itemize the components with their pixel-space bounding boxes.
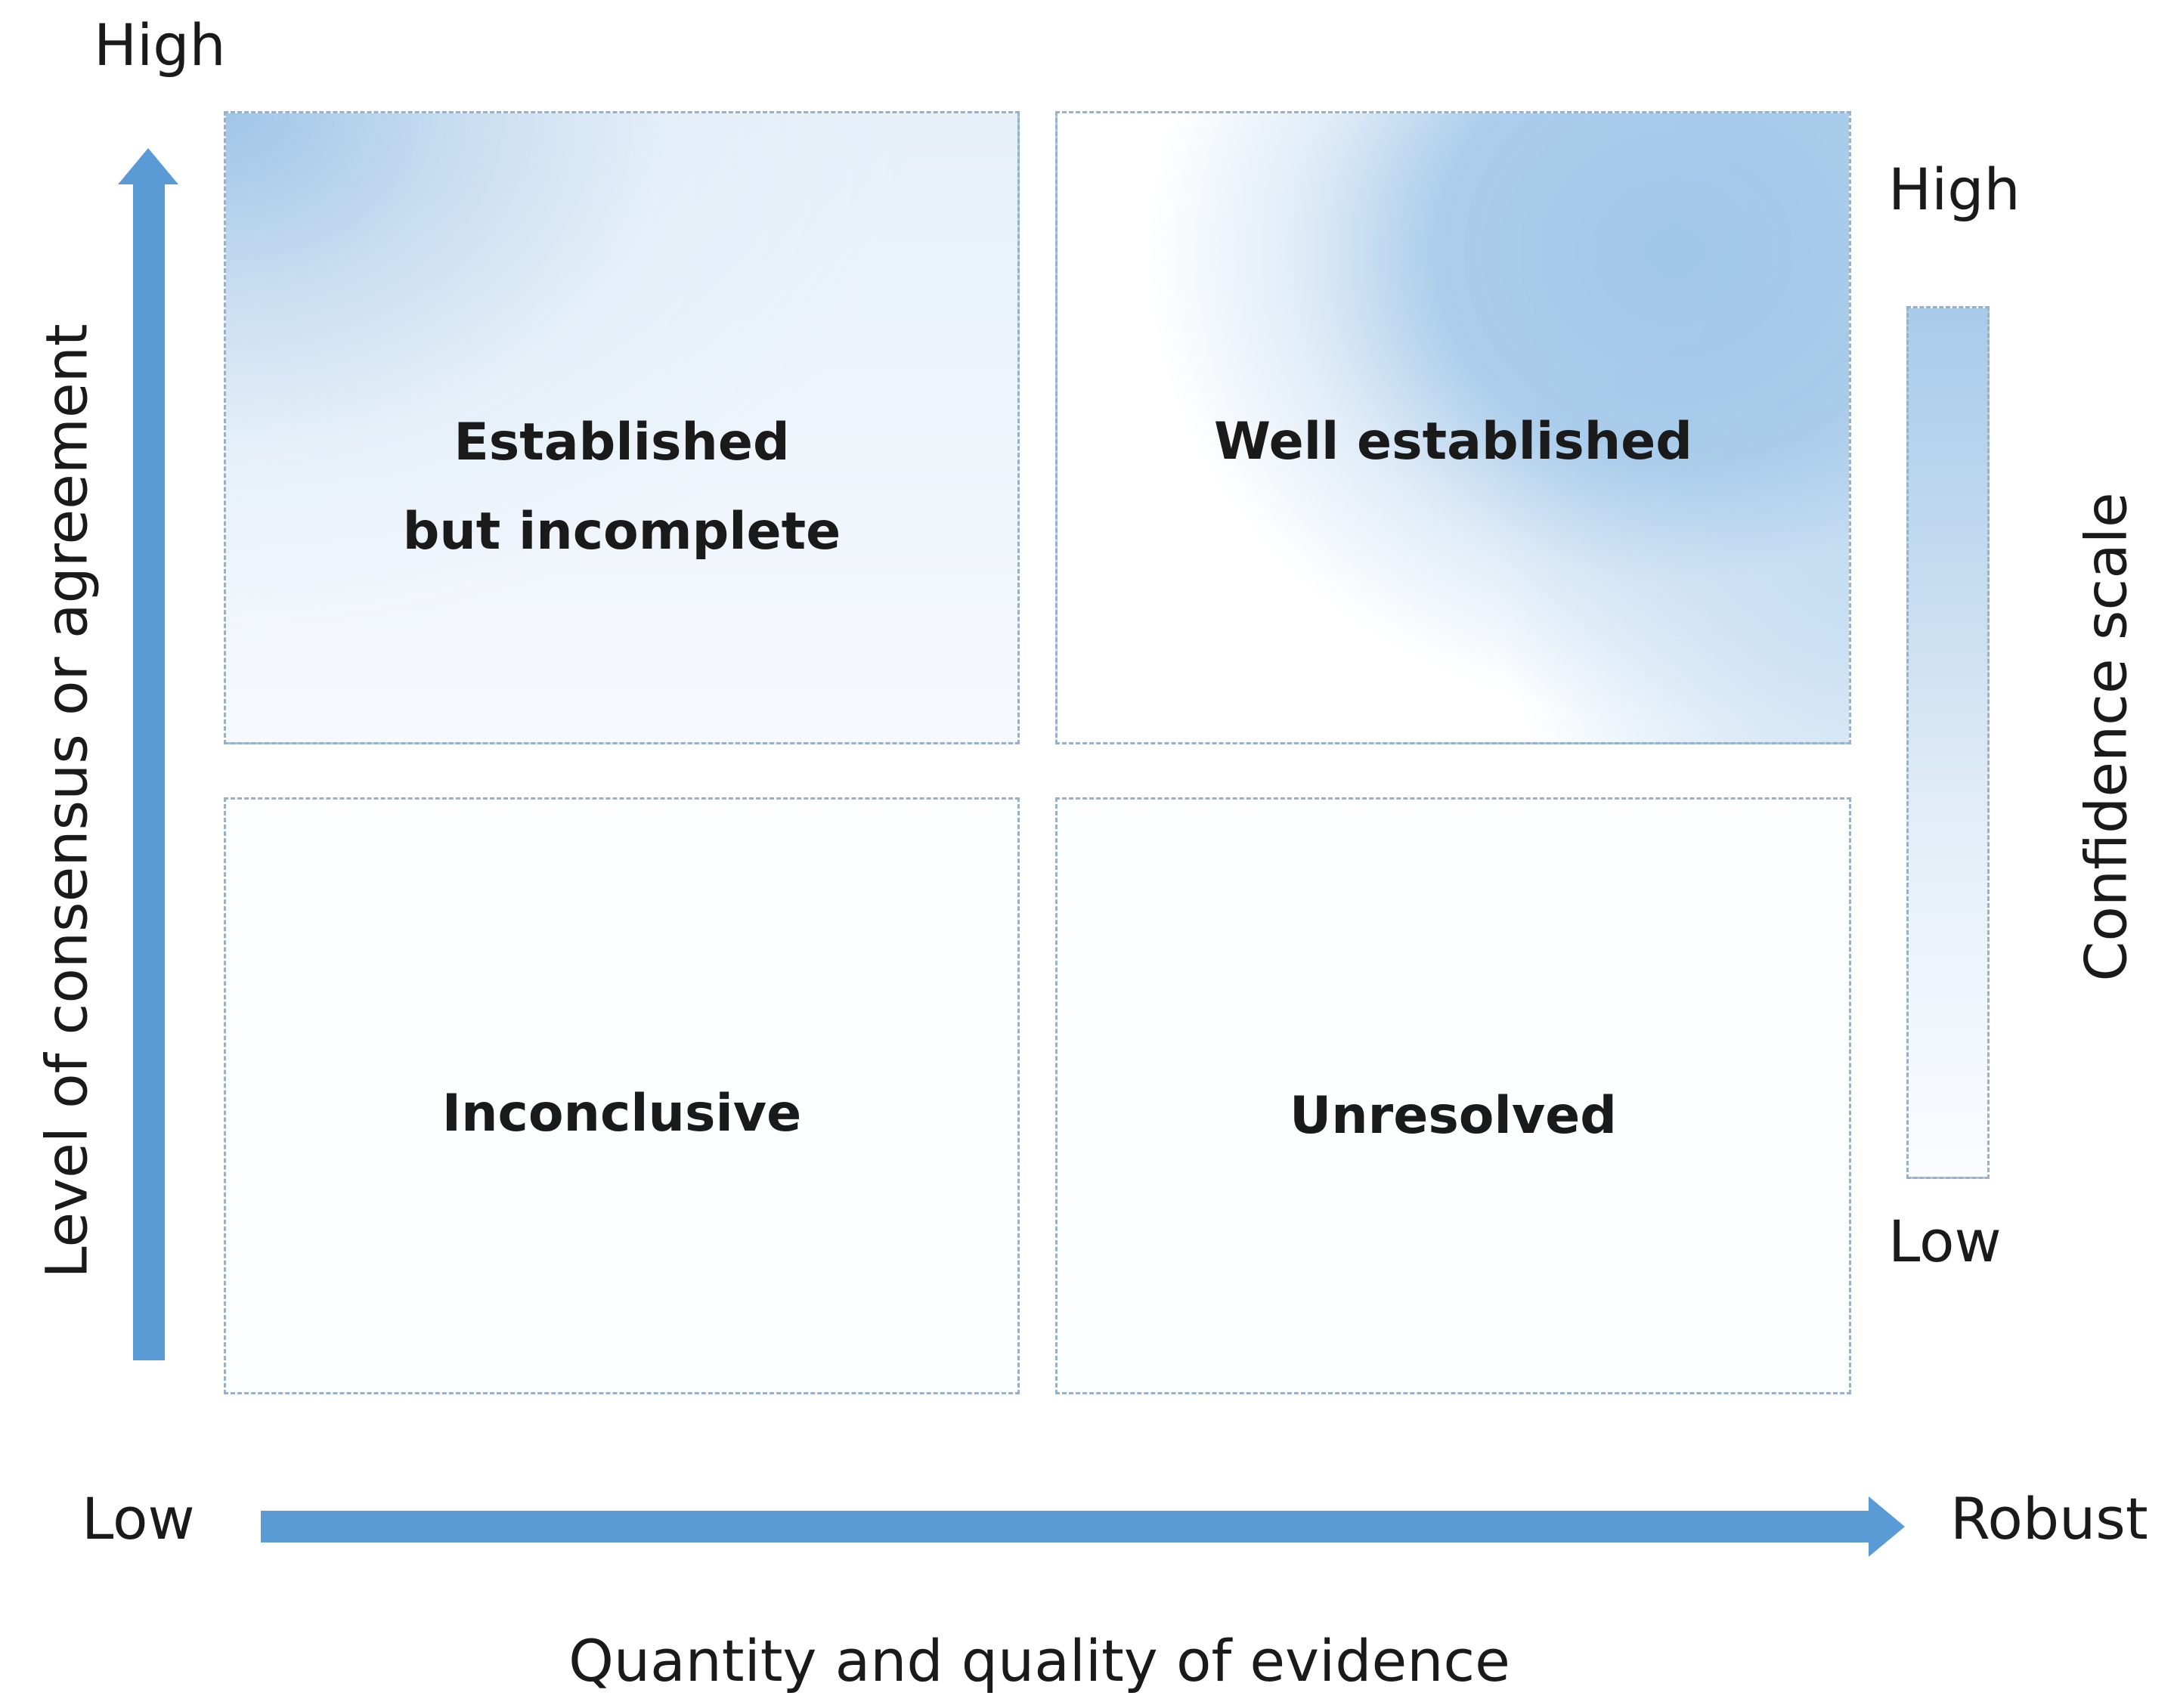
confidence-high-label: High [1888, 156, 2021, 223]
confidence-low-label: Low [1888, 1208, 2002, 1275]
y-axis-arrow-shaft [133, 184, 165, 1360]
y-axis-arrow-head [118, 148, 178, 184]
confidence-scale-title: Confidence scale [2072, 492, 2140, 982]
quadrant-well-established: Well established [1055, 111, 1851, 744]
x-axis-arrow [261, 1496, 1905, 1557]
x-axis-arrow-shaft [261, 1511, 1871, 1542]
quadrant-label-line-2: but incomplete [402, 502, 841, 562]
confidence-scale-bar [1906, 306, 1990, 1179]
quadrant-label: Unresolved [1290, 1086, 1617, 1146]
x-axis-low-label: Low [82, 1485, 195, 1552]
quadrant-label: Established but incomplete [226, 398, 1017, 577]
quadrant-label-line-1: Established [454, 413, 790, 472]
x-axis-high-label: Robust [1950, 1485, 2148, 1552]
x-axis-title: Quantity and quality of evidence [568, 1627, 1510, 1694]
y-axis-arrow [118, 148, 178, 1360]
quadrant-label: Well established [1214, 412, 1692, 472]
x-axis-arrow-head [1869, 1496, 1905, 1557]
quadrant-unresolved: Unresolved [1055, 797, 1851, 1394]
y-axis-high-label: High [94, 11, 226, 79]
quadrant-inconclusive: Inconclusive [224, 797, 1020, 1394]
y-axis-title: Level of consensus or agreement [33, 323, 101, 1279]
quadrant-established-but-incomplete: Established but incomplete [224, 111, 1020, 744]
quadrant-label: Inconclusive [441, 1084, 802, 1143]
